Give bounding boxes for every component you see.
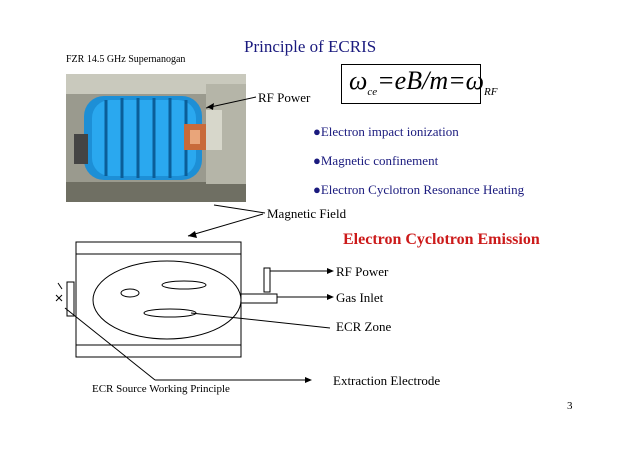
- rf-power-diagram-arrowhead: [327, 268, 334, 274]
- beam-mark: [58, 283, 62, 289]
- extraction-arrowhead: [305, 377, 312, 383]
- magnetic-field-arrow: [188, 214, 263, 236]
- extraction-pointer: [65, 308, 155, 380]
- rf-waveguide: [264, 268, 270, 292]
- photo-pointer-line: [214, 205, 265, 213]
- ecr-zone-upper: [162, 281, 206, 289]
- magnetic-field-arrowhead: [188, 231, 197, 238]
- chamber-top-wall: [76, 242, 241, 254]
- chamber-bottom-wall: [76, 345, 241, 357]
- gas-inlet-arrowhead: [327, 294, 334, 300]
- plasma-ellipse: [93, 261, 241, 339]
- ecr-zone-small-left: [121, 289, 139, 297]
- ecr-zone-pointer: [191, 313, 330, 328]
- gas-inlet-tube: [241, 294, 277, 303]
- rf-power-arrowhead: [207, 103, 214, 110]
- ecr-zone-lower: [144, 309, 196, 317]
